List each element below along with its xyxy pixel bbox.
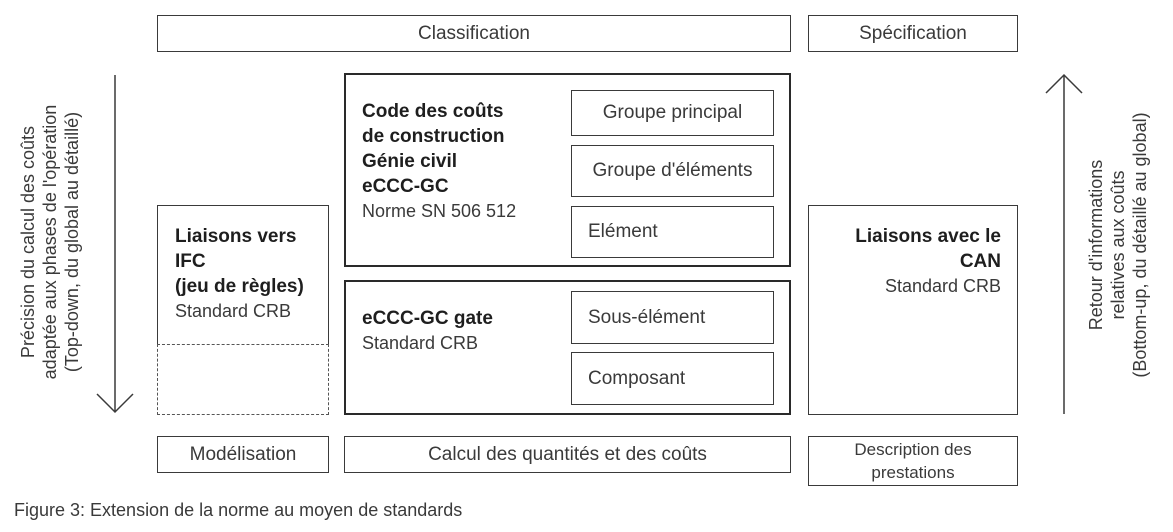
down-arrow-icon: [96, 75, 134, 414]
up-arrow-icon: [1045, 73, 1083, 414]
classification-box: Classification: [157, 15, 791, 52]
ifc-title-line-1: Liaisons vers: [175, 226, 297, 247]
left-axis-line-1: Précision du calcul des coûts: [18, 125, 38, 359]
can-subtitle: Standard CRB: [884, 276, 1001, 296]
sous-element-box: Sous-élément: [571, 291, 774, 344]
gate-subtitle: Standard CRB: [362, 333, 479, 353]
right-axis-line-1: Retour d'informations: [1086, 159, 1106, 331]
gate-title: eCCC-GC gate: [362, 308, 493, 329]
groupe-principal-label: Groupe principal: [602, 102, 743, 123]
ccc-title-line-3: Génie civil: [362, 151, 458, 172]
ccc-title-line-2: de construction: [362, 126, 505, 147]
ifc-subtitle: Standard CRB: [175, 301, 292, 321]
description-line-2: prestations: [871, 463, 955, 482]
right-axis-text: Retour d'informations relatives aux coût…: [1085, 112, 1151, 377]
groupe-elements-label: Groupe d'éléments: [592, 160, 753, 181]
ifc-title-line-2: IFC: [175, 251, 206, 272]
right-axis-line-3: (Bottom-up, du détaillé au global): [1130, 112, 1150, 378]
left-axis-line-2: adaptée aux phases de l'opération: [40, 104, 60, 380]
can-title-line-2: CAN: [959, 251, 1001, 272]
ccc-title-line-1: Code des coûts: [362, 101, 504, 122]
ifc-title-line-3: (jeu de règles): [175, 276, 304, 297]
calcul-box: Calcul des quantités et des coûts: [344, 436, 791, 473]
ifc-links-box: Liaisons vers IFC (jeu de règles) Standa…: [157, 205, 329, 344]
element-label: Elément: [588, 221, 658, 242]
element-box: Elément: [571, 206, 774, 258]
ccc-subtitle: Norme SN 506 512: [362, 201, 517, 221]
figure-caption: Figure 3: Extension de la norme au moyen…: [14, 500, 463, 520]
specification-label: Spécification: [859, 22, 967, 44]
sous-element-label: Sous-élément: [588, 306, 706, 328]
groupe-elements-box: Groupe d'éléments: [571, 145, 774, 197]
specification-box: Spécification: [808, 15, 1018, 52]
can-title-line-1: Liaisons avec le: [855, 226, 1001, 247]
left-axis-text: Précision du calcul des coûts adaptée au…: [17, 105, 83, 380]
description-box: Description des prestations: [808, 436, 1018, 486]
can-links-box: Liaisons avec le CAN Standard CRB: [808, 205, 1018, 415]
composant-box: Composant: [571, 352, 774, 405]
description-line-1: Description des: [854, 440, 972, 459]
calcul-label: Calcul des quantités et des coûts: [428, 443, 707, 465]
ifc-dashed-extension: [157, 344, 329, 415]
modelisation-label: Modélisation: [189, 443, 297, 465]
left-axis-line-3: (Top-down, du global au détaillé): [62, 111, 82, 373]
composant-label: Composant: [588, 367, 686, 389]
modelisation-box: Modélisation: [157, 436, 329, 473]
classification-label: Classification: [418, 22, 530, 44]
right-axis-line-2: relatives aux coûts: [1108, 170, 1128, 320]
ccc-title-line-4: eCCC-GC: [362, 176, 449, 197]
groupe-principal-box: Groupe principal: [571, 90, 774, 136]
